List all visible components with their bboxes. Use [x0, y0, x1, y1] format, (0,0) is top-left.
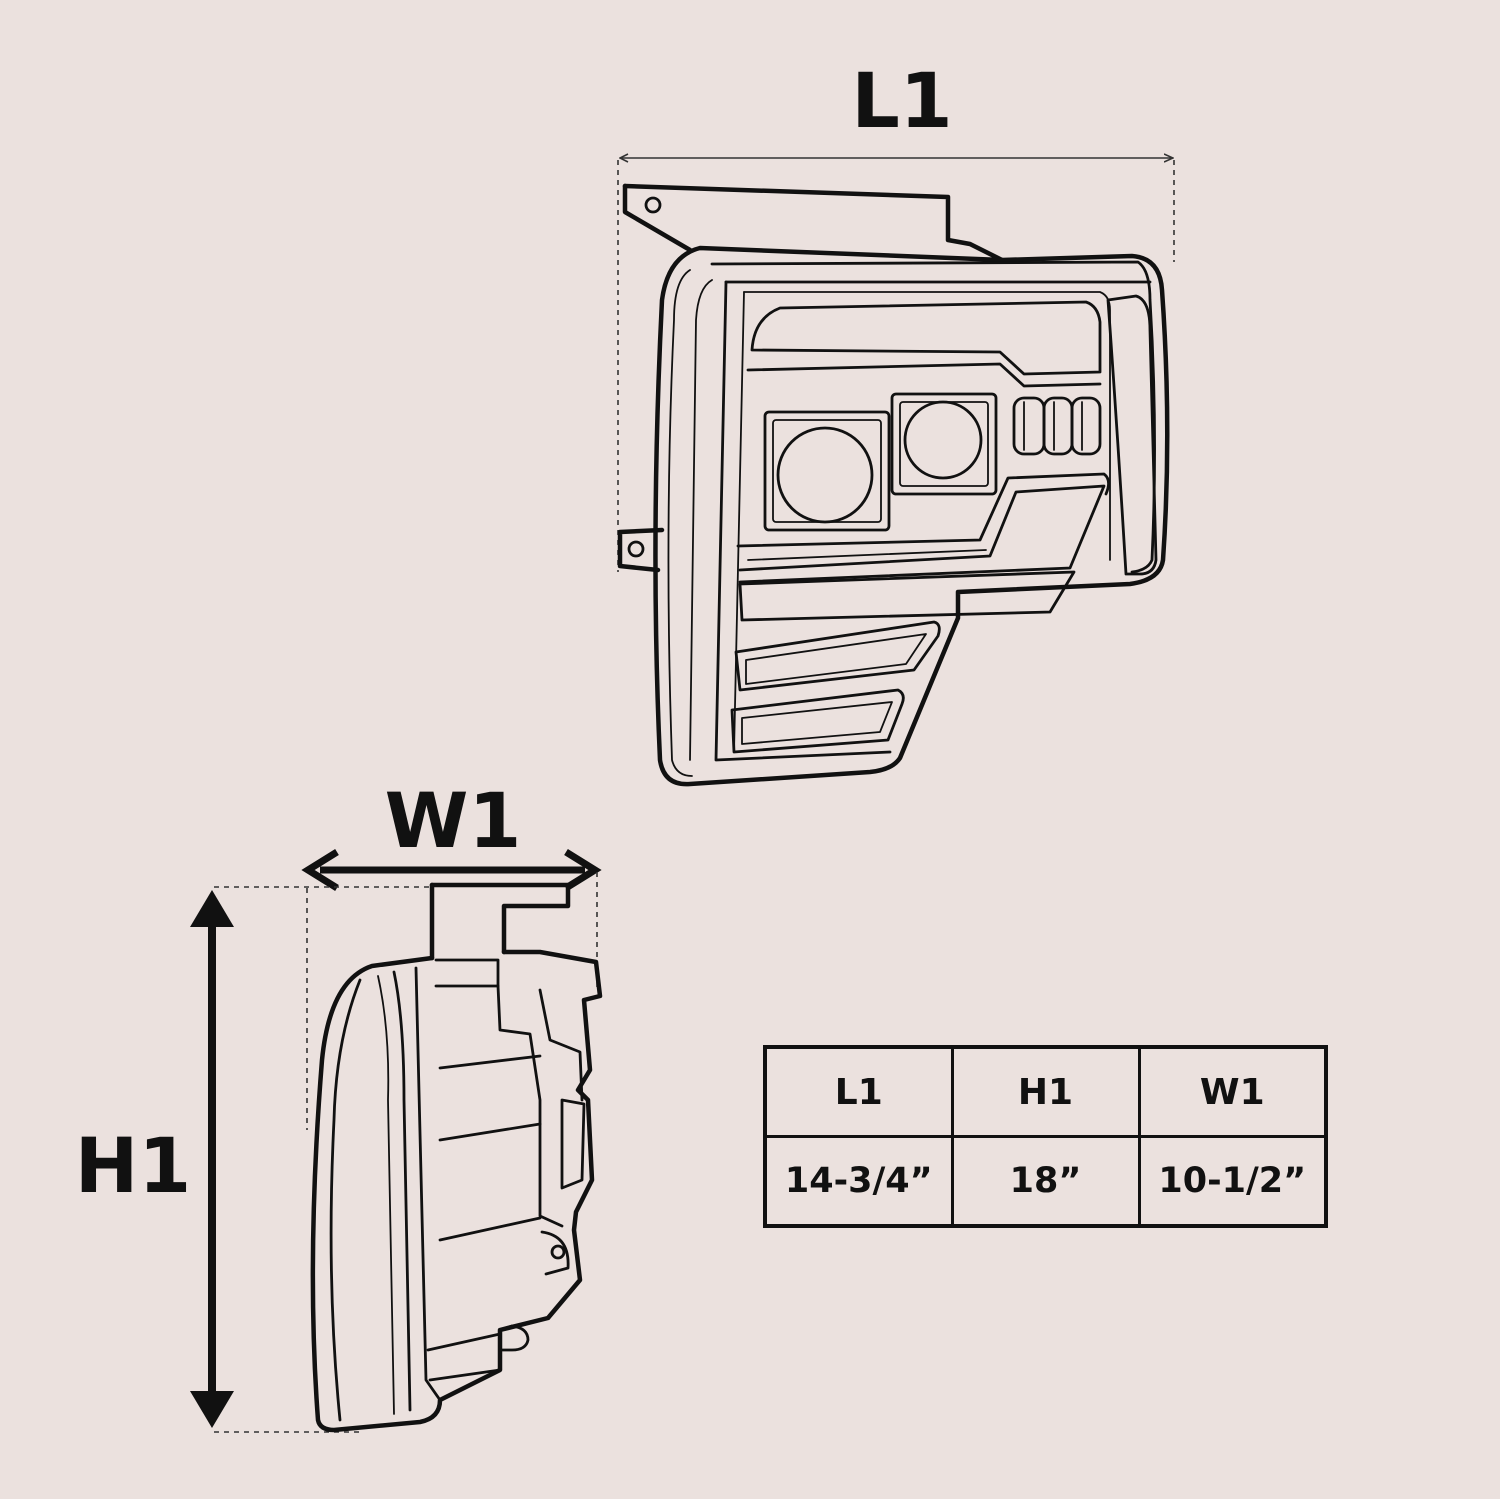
height-label: H1 [75, 1121, 192, 1210]
side-housing-outline [310, 949, 603, 1433]
width-arrow-head-right [564, 849, 602, 891]
spec-value-width: 10-1/2” [1137, 1135, 1328, 1228]
side-top-bracket [429, 882, 571, 955]
mount-hole-top [644, 196, 662, 214]
headlight-front-view [617, 183, 1170, 787]
housing-outline [653, 245, 1170, 787]
spec-header-length: L1 [763, 1045, 954, 1138]
spec-header-row: L1 H1 W1 [763, 1045, 1328, 1138]
side-mount-tab [617, 527, 665, 573]
length-label: L1 [851, 56, 952, 145]
top-mount-bracket [622, 183, 1005, 263]
spec-value-height: 18” [950, 1135, 1141, 1228]
upper-drl-bar [750, 300, 1102, 376]
led-cube-array [1012, 396, 1102, 456]
spec-value-row: 14-3/4” 18” 10-1/2” [763, 1135, 1328, 1228]
height-dimension: H1 [75, 886, 430, 1433]
spec-header-width: W1 [1137, 1045, 1328, 1138]
mount-hole-side [627, 540, 645, 558]
projector-left [763, 410, 891, 532]
mid-drl-bar [738, 484, 1106, 584]
lower-drl-bar-2 [734, 620, 941, 692]
spec-table: L1 H1 W1 14-3/4” 18” 10-1/2” [763, 1045, 1328, 1228]
headlight-side-view [310, 882, 603, 1433]
spec-header-height: H1 [950, 1045, 1141, 1138]
lower-drl-bar-1 [738, 570, 1076, 622]
side-marker-strip [1106, 294, 1158, 576]
projector-right [890, 392, 998, 496]
width-label: W1 [385, 776, 522, 865]
length-dimension: L1 [617, 56, 1175, 572]
side-connector [498, 1324, 530, 1352]
side-mount-hole [550, 1244, 566, 1260]
width-dimension: W1 [301, 776, 602, 1130]
height-arrow-head-top [190, 890, 234, 927]
lower-drl-bar-3 [730, 688, 905, 754]
height-arrow-head-bottom [190, 1391, 234, 1428]
width-arrow-head-left [301, 849, 339, 891]
spec-value-length: 14-3/4” [763, 1135, 954, 1228]
